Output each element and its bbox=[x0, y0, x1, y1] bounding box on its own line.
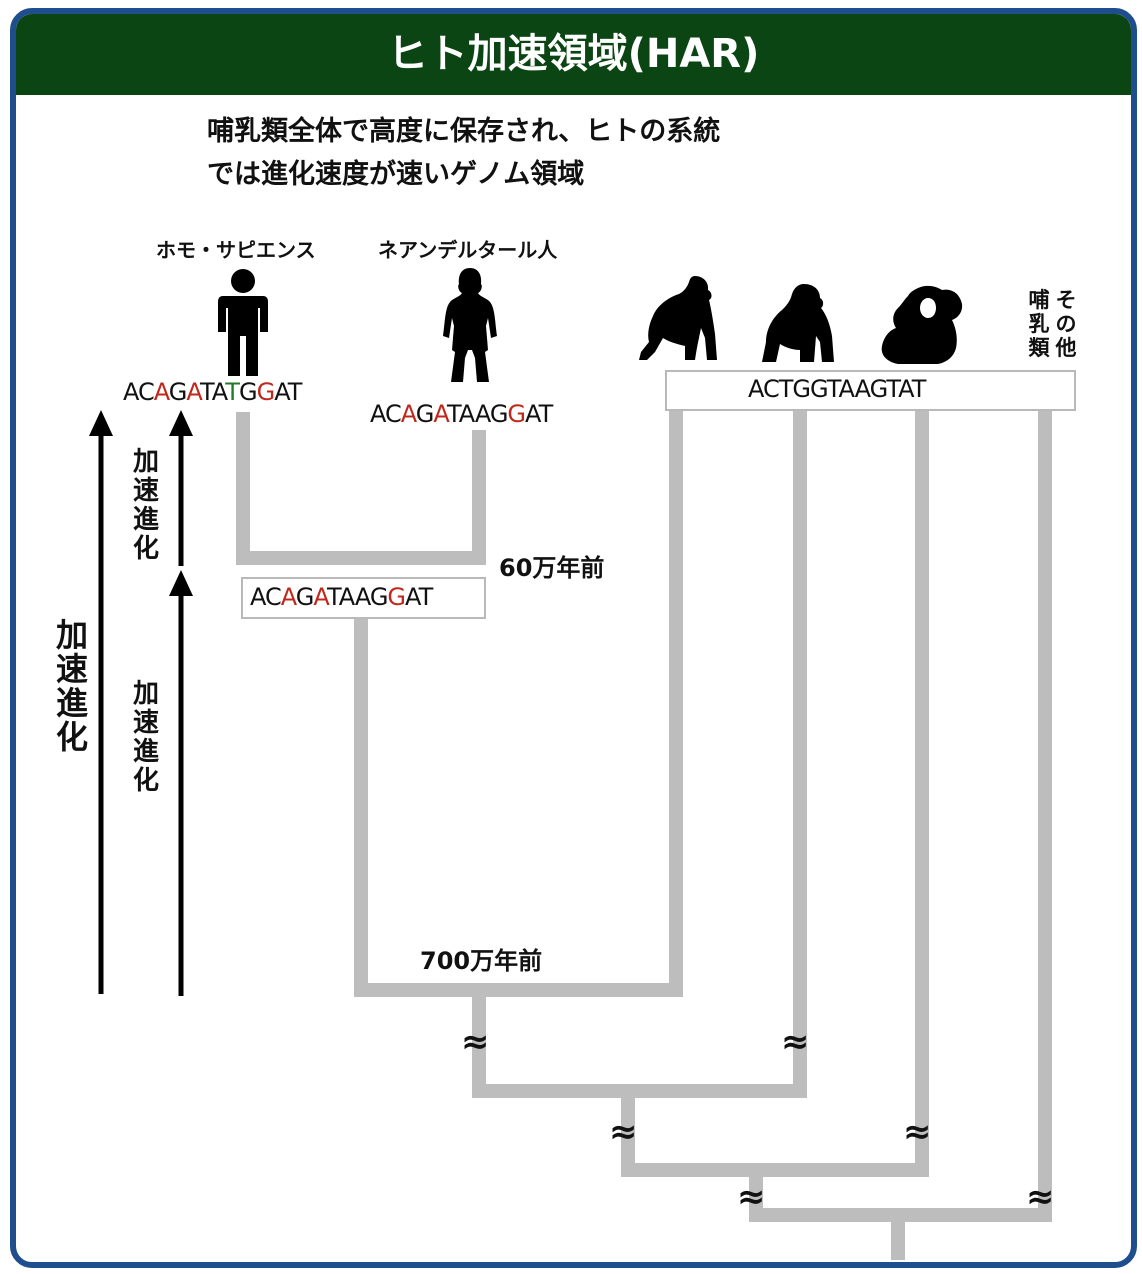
branch-orangutan bbox=[621, 408, 929, 1177]
gorilla-icon bbox=[762, 284, 834, 362]
human-icon bbox=[218, 269, 268, 376]
label-other-mammals-char: 乳 bbox=[1028, 312, 1050, 336]
sequence-segment: A bbox=[186, 378, 201, 406]
label-char: 速 bbox=[132, 708, 159, 738]
arrow-upper-head bbox=[169, 410, 193, 436]
sequence-segment: A bbox=[153, 378, 170, 406]
label-char: 加 bbox=[55, 616, 88, 654]
gap-mark: ≈ bbox=[737, 1177, 766, 1217]
description-line-2: では進化速度が速いゲノム領域 bbox=[207, 159, 585, 190]
arrow-long-head bbox=[89, 410, 113, 436]
sequence-box-ancestor bbox=[241, 577, 486, 619]
sequence-segment: AT bbox=[274, 378, 302, 406]
neanderthal-icon bbox=[443, 268, 497, 382]
branch-gorilla bbox=[472, 408, 807, 1098]
gap-mark: ≈ bbox=[903, 1112, 932, 1152]
sequence-human: ACAGATATGGAT bbox=[123, 378, 302, 406]
branch-ancestor-chimp bbox=[354, 408, 683, 997]
sequence-segment: G bbox=[168, 378, 188, 406]
sequence-segment: TAAG bbox=[446, 400, 508, 428]
sequence-segment: A bbox=[400, 400, 417, 428]
label-homo-sapiens: ホモ・サピエンス bbox=[156, 238, 316, 262]
sequence-segment: A bbox=[313, 583, 328, 611]
label-other-mammals-char: の bbox=[1055, 312, 1077, 336]
label-neanderthal: ネアンデルタール人 bbox=[378, 238, 558, 262]
sequence-segment: TAAG bbox=[326, 583, 388, 611]
label-other-mammals-char: 類 bbox=[1028, 336, 1050, 360]
sequence-segment: G bbox=[415, 400, 435, 428]
sequence-segment: AT bbox=[525, 400, 553, 428]
sequence-segment: ACTGGTAAGTAT bbox=[748, 375, 926, 403]
sequence-segment: AC bbox=[370, 400, 402, 428]
sequence-segment: AC bbox=[123, 378, 155, 406]
label-accelerated-long: 加 速 進 化 bbox=[55, 618, 89, 754]
description-line-1: 哺乳類全体で高度に保存され、ヒトの系統 bbox=[207, 116, 721, 147]
arrow-lower-head bbox=[169, 570, 193, 596]
label-accelerated-upper: 加 速 進 化 bbox=[129, 448, 163, 564]
sequence-segment: A bbox=[433, 400, 448, 428]
sequence-segment: G bbox=[295, 583, 315, 611]
label-accelerated-lower: 加 速 進 化 bbox=[129, 680, 163, 796]
label-char: 加 bbox=[132, 447, 159, 477]
gap-mark: ≈ bbox=[461, 1022, 490, 1062]
branch-human-neanderthal bbox=[236, 412, 486, 565]
sequence-segment: G bbox=[507, 400, 526, 428]
label-char: 速 bbox=[55, 650, 88, 688]
label-char: 速 bbox=[132, 476, 159, 506]
sequence-ancestor: ACAGATAAGGAT bbox=[250, 583, 433, 611]
label-char: 進 bbox=[132, 505, 159, 535]
sequence-segment: T bbox=[225, 378, 240, 406]
gap-mark: ≈ bbox=[609, 1112, 638, 1152]
label-other-mammals-char: 哺 bbox=[1028, 288, 1050, 312]
label-char: 化 bbox=[55, 718, 88, 756]
sequence-segment: AT bbox=[405, 583, 433, 611]
label-char: 進 bbox=[132, 737, 159, 767]
orangutan-icon bbox=[881, 285, 963, 364]
sequence-box-primates bbox=[665, 370, 1076, 411]
figure-frame: ヒト加速領域(HAR) bbox=[10, 8, 1137, 1268]
header-bar: ヒト加速領域(HAR) bbox=[16, 14, 1131, 95]
sequence-segment: A bbox=[280, 583, 297, 611]
time-label-7-million: 700万年前 bbox=[420, 947, 543, 975]
sequence-segment: G bbox=[256, 378, 276, 406]
gap-mark: ≈ bbox=[1026, 1177, 1055, 1217]
sequence-segment: G bbox=[238, 378, 258, 406]
label-char: 進 bbox=[55, 684, 88, 722]
sequence-segment: AC bbox=[250, 583, 282, 611]
label-char: 加 bbox=[132, 679, 159, 709]
chimpanzee-icon bbox=[639, 276, 717, 360]
sequence-segment: G bbox=[387, 583, 406, 611]
time-label-60-thousand: 60万年前 bbox=[499, 554, 605, 582]
sequence-neanderthal: ACAGATAAGGAT bbox=[370, 400, 553, 428]
label-other-mammals-char: そ bbox=[1055, 288, 1077, 312]
label-other-mammals-col2: そ の 他 bbox=[1054, 288, 1078, 360]
sequence-segment: TA bbox=[199, 378, 226, 406]
gap-mark: ≈ bbox=[781, 1022, 810, 1062]
header-title: ヒト加速領域(HAR) bbox=[387, 31, 760, 77]
sequence-primates: ACTGGTAAGTAT bbox=[748, 375, 926, 403]
label-other-mammals-char: 他 bbox=[1055, 336, 1077, 360]
label-char: 化 bbox=[132, 534, 159, 564]
label-other-mammals-col1: 哺 乳 類 bbox=[1027, 288, 1051, 360]
label-char: 化 bbox=[132, 766, 159, 796]
